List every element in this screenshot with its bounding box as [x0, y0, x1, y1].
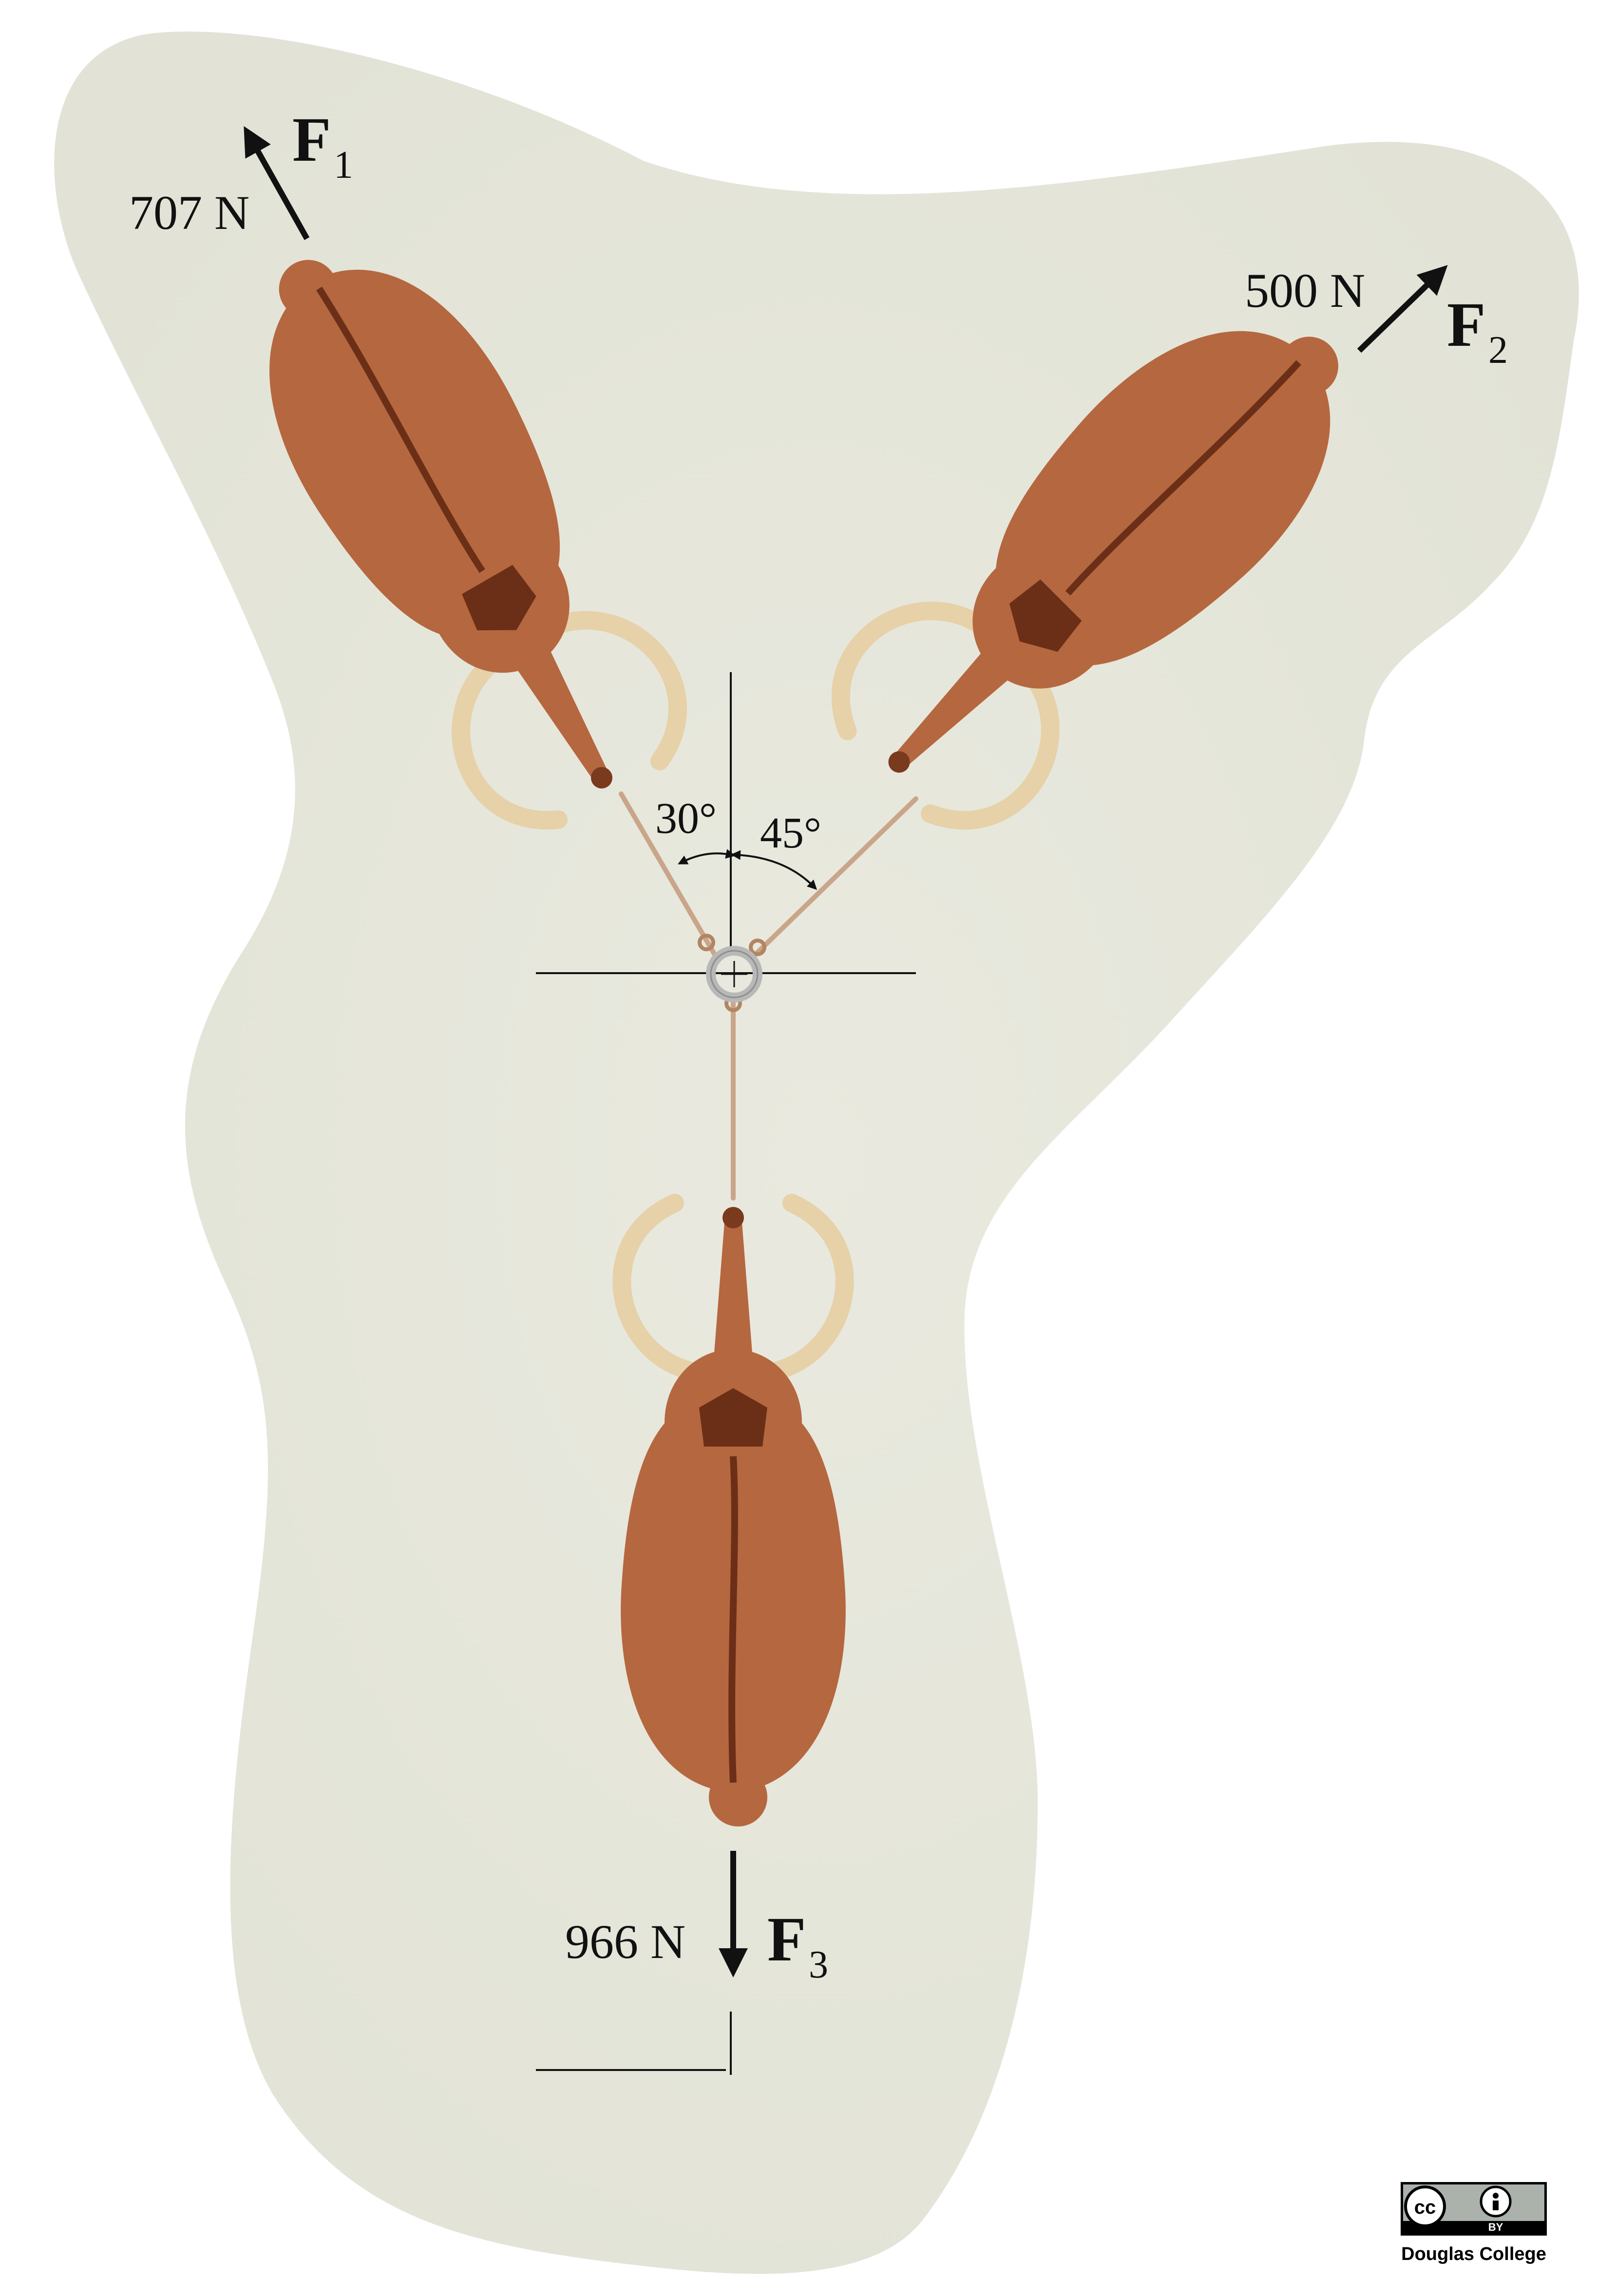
cc-text: cc [1414, 2197, 1436, 2218]
reference-axes [536, 672, 916, 2075]
f2-symbol: F [1447, 290, 1485, 360]
force-label-f3: 966 N F 3 [565, 1904, 828, 1986]
angle-arcs [678, 849, 818, 890]
ropes [619, 791, 918, 1201]
f3-magnitude: 966 N [565, 1915, 685, 1969]
angle-label-left: 30° [655, 794, 717, 843]
f2-subscript: 2 [1488, 329, 1508, 372]
center-crosshair [721, 961, 747, 987]
force-label-f1: 707 N F 1 [129, 105, 353, 240]
mammoth-bottom [612, 1194, 854, 1826]
license-credit: Douglas College [1401, 2244, 1546, 2264]
f1-subscript: 1 [334, 144, 353, 187]
f2-arrow [1357, 265, 1448, 353]
cc-icon [1404, 2185, 1446, 2227]
by-text: BY [1488, 2221, 1503, 2233]
mammoth-upper-right [831, 331, 1338, 830]
f3-symbol: F [767, 1904, 806, 1975]
force-label-f2: 500 N F 2 [1245, 263, 1508, 372]
angle-label-right: 45° [760, 809, 821, 857]
center-ring-inner [710, 950, 759, 998]
f1-symbol: F [292, 105, 331, 175]
f1-arrow [244, 126, 310, 240]
f2-magnitude: 500 N [1245, 263, 1365, 318]
f3-subscript: 3 [809, 1943, 828, 1986]
mammoth-upper-left [269, 260, 687, 830]
f1-magnitude: 707 N [129, 186, 249, 240]
cc-by-badge: cc BY Douglas College [1401, 2182, 1547, 2264]
force-arrows [244, 126, 1448, 1977]
